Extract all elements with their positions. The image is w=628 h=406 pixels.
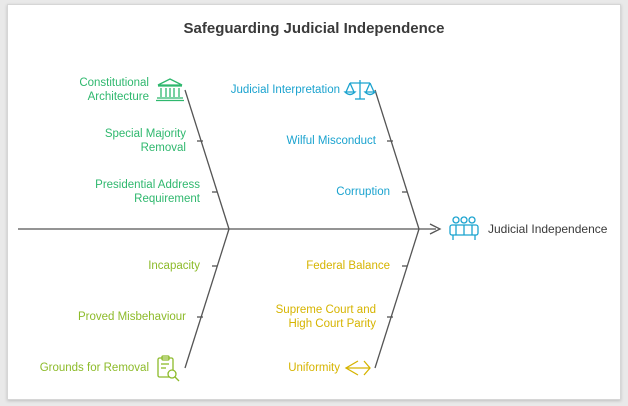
item-federal-balance: Federal Balance <box>306 260 390 272</box>
clipboard-search-icon <box>157 355 180 382</box>
item-incapacity: Incapacity <box>148 260 200 272</box>
building-icon <box>156 78 184 102</box>
cause-label-uniformity: Uniformity <box>288 362 340 374</box>
item-special-majority-removal: Special Majority Removal <box>104 128 186 154</box>
item-proved-misbehaviour: Proved Misbehaviour <box>77 311 186 323</box>
spine <box>18 223 442 235</box>
cause-label-judicial-interpretation: Judicial Interpretation <box>230 84 340 96</box>
item-wilful-misconduct: Wilful Misconduct <box>286 135 376 147</box>
item-corruption: Corruption <box>336 186 390 198</box>
people-icon <box>449 216 479 240</box>
diagram-frame <box>7 4 621 400</box>
bone-bottom-right <box>374 228 420 369</box>
head-label: Judicial Independence <box>488 222 608 236</box>
arrow-target-icon <box>344 360 371 376</box>
bone-top-right <box>374 89 420 230</box>
item-presidential-address-requirement: Presidential Address Requirement <box>95 179 200 205</box>
cause-label-grounds-for-removal: Grounds for Removal <box>39 362 149 374</box>
bone-top-left <box>184 89 230 230</box>
scales-icon <box>343 80 377 100</box>
item-supreme-court-high-court-parity: Supreme Court and High Court Parity <box>275 304 376 330</box>
cause-label-constitutional-architecture: Constitutional Architecture <box>79 77 149 103</box>
diagram-title: Safeguarding Judicial Independence <box>183 20 445 37</box>
bone-bottom-left <box>184 228 230 369</box>
